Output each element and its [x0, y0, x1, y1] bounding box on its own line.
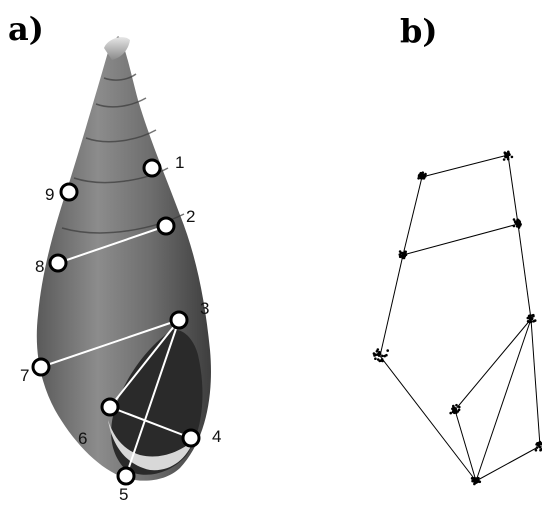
landmark-9-label: 9	[45, 185, 54, 204]
landmark-4-label: 4	[212, 427, 221, 446]
landmark-6-label: 6	[78, 429, 87, 448]
landmark-3-cluster	[527, 314, 537, 323]
landmark-4-marker	[183, 430, 199, 446]
mean-shape-link-8-7	[380, 255, 403, 356]
landmark-1-marker	[144, 160, 160, 176]
mean-shape-link-2-3	[518, 224, 531, 319]
landmark-1-label: 1	[175, 153, 184, 172]
landmark-4-cluster	[535, 441, 542, 452]
landmark-8-label: 8	[35, 257, 44, 276]
mean-shape-link-5-3	[476, 319, 531, 481]
mean-shape-link-9-8	[403, 177, 422, 255]
landmark-2-cluster	[513, 218, 522, 229]
landmark-6-marker	[102, 399, 118, 415]
landmark-3-label: 3	[200, 299, 209, 318]
panel-b-connections	[380, 155, 540, 481]
mean-shape-link-3-4	[531, 319, 540, 446]
mean-shape-link-3-6	[455, 319, 531, 410]
landmark-5-marker	[118, 468, 134, 484]
mean-shape-link-9-1	[422, 155, 508, 177]
landmark-7-label: 7	[20, 366, 29, 385]
mean-shape-link-6-5	[455, 410, 476, 481]
landmark-5-label: 5	[119, 485, 128, 504]
landmark-2-marker	[158, 218, 174, 234]
landmark-8-cluster	[399, 250, 408, 259]
landmark-7-marker	[33, 359, 49, 375]
mean-shape-link-1-2	[508, 155, 518, 224]
landmark-8-marker	[50, 255, 66, 271]
landmark-2-label: 2	[186, 207, 195, 226]
landmark-9-cluster	[417, 171, 427, 179]
mean-shape-link-7-5	[380, 356, 476, 481]
landmark-3-marker	[171, 312, 187, 328]
landmark-9-marker	[61, 184, 77, 200]
mean-shape-link-8-2	[403, 224, 518, 255]
landmark-5-cluster	[471, 477, 481, 485]
panel-b-landmark-clusters	[373, 151, 542, 486]
